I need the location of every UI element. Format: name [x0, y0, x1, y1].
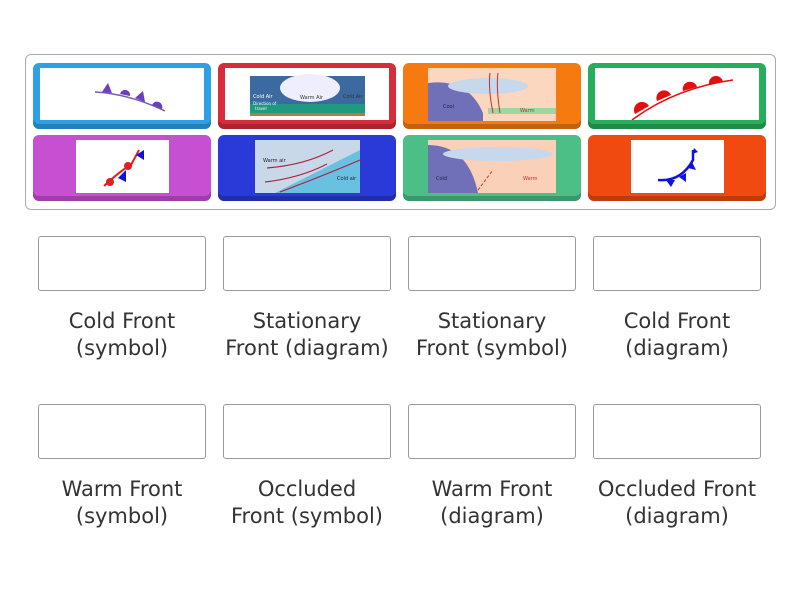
tile-cold-front-symbol[interactable]	[588, 135, 766, 201]
tile-purple-symbol[interactable]	[33, 135, 211, 201]
target-label: Occluded Front(diagram)	[597, 477, 757, 528]
target-label: Warm Front(diagram)	[431, 477, 553, 528]
target-label: Cold Front(symbol)	[68, 309, 176, 360]
drop-zone-cold-front-symbol[interactable]	[38, 236, 206, 291]
svg-text:Cold Air: Cold Air	[253, 94, 274, 100]
drop-zone-warm-front-diagram[interactable]	[408, 404, 576, 459]
svg-text:Cool: Cool	[443, 104, 454, 110]
svg-text:Warm Air: Warm Air	[300, 95, 324, 101]
svg-text:Cold air: Cold air	[337, 176, 357, 182]
warm-front-symbol-icon	[595, 68, 759, 120]
target-label: Cold Front(diagram)	[623, 309, 731, 360]
svg-text:Cold Air: Cold Air	[343, 94, 364, 100]
svg-text:Warm: Warm	[520, 108, 535, 114]
target-label: Warm Front(symbol)	[61, 477, 183, 528]
stationary-front-symbol-icon	[75, 139, 169, 193]
svg-text:Direction of: Direction of	[253, 101, 277, 106]
drop-zone-cold-front-diagram[interactable]	[593, 236, 761, 291]
tile-occluded-symbol[interactable]	[33, 63, 211, 129]
drop-zone-stationary-front-diagram[interactable]	[223, 236, 391, 291]
svg-text:Warm: Warm	[523, 176, 538, 182]
tile-stationary-diagram[interactable]: Cold Warm	[403, 135, 581, 201]
svg-text:Cold: Cold	[436, 176, 447, 182]
drop-zone-warm-front-symbol[interactable]	[38, 404, 206, 459]
tile-warm-front-symbol[interactable]	[588, 63, 766, 129]
drop-zone-occluded-front-diagram[interactable]	[593, 404, 761, 459]
cold-front-symbol-icon	[630, 139, 724, 193]
drop-zone-stationary-front-symbol[interactable]	[408, 236, 576, 291]
occluded-front-symbol-icon	[40, 68, 204, 120]
drop-zone-occluded-front-symbol[interactable]	[223, 404, 391, 459]
svg-text:travel: travel	[255, 106, 267, 111]
svg-text:Warm air: Warm air	[263, 158, 287, 164]
stationary-front-diagram-icon: Cold Warm	[428, 139, 556, 193]
